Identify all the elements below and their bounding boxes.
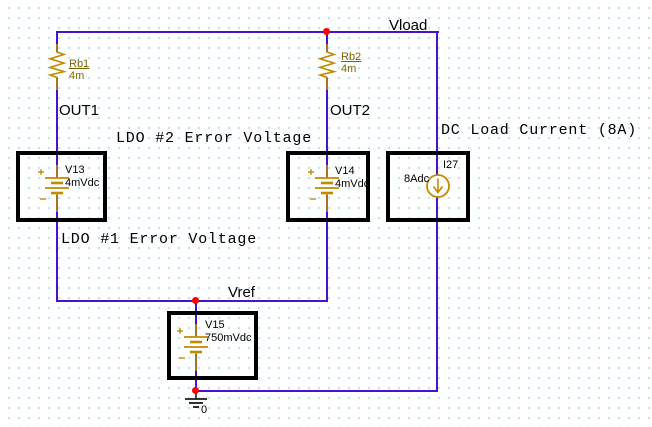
wire-vload-top[interactable] — [56, 31, 439, 33]
junction-dot-ground — [192, 387, 199, 394]
resistor-rb2-icon[interactable] — [315, 44, 339, 90]
ref-label-i27[interactable]: I27 — [443, 159, 459, 171]
value-label-v13[interactable]: 4mVdc — [65, 177, 100, 189]
wire-load-vertical[interactable] — [436, 31, 438, 392]
vdc-source-v14-icon[interactable] — [305, 165, 349, 213]
net-label-vload[interactable]: Vload — [389, 17, 428, 34]
junction-dot-vref — [192, 297, 199, 304]
value-label-v14[interactable]: 4mVdc — [335, 178, 370, 190]
ref-label-v14[interactable]: V14 — [335, 165, 355, 177]
net-label-vref[interactable]: Vref — [228, 284, 255, 301]
part-box-v13[interactable] — [16, 151, 107, 222]
resistor-rb1-icon[interactable] — [45, 44, 69, 90]
ground-net-label[interactable]: 0 — [201, 404, 208, 416]
ref-label-rb1[interactable]: Rb1 — [69, 58, 90, 70]
part-box-v15[interactable] — [167, 311, 258, 380]
dc-current-source-i27-icon[interactable] — [418, 168, 458, 208]
ref-label-v13[interactable]: V13 — [65, 164, 85, 176]
junction-dot-vload — [323, 28, 330, 35]
vdc-source-v13-icon[interactable] — [35, 165, 79, 213]
value-label-i27[interactable]: 8Adc — [404, 173, 430, 185]
part-box-i27[interactable] — [386, 151, 470, 222]
annotation-ldo2-error-voltage[interactable]: LDO #2 Error Voltage — [116, 130, 313, 147]
net-label-out1[interactable]: OUT1 — [59, 102, 100, 119]
part-box-v14[interactable] — [286, 151, 370, 222]
annotation-dc-load-current[interactable]: DC Load Current (8A) — [441, 122, 638, 139]
value-label-v15[interactable]: 750mVdc — [205, 332, 252, 344]
ref-label-rb2[interactable]: Rb2 — [341, 51, 362, 63]
net-label-out2[interactable]: OUT2 — [330, 102, 371, 119]
wire-ground-horizontal[interactable] — [195, 390, 438, 392]
value-label-rb2[interactable]: 4m — [341, 63, 357, 75]
vdc-source-v15-icon[interactable] — [174, 324, 218, 372]
ref-label-v15[interactable]: V15 — [205, 319, 225, 331]
annotation-ldo1-error-voltage[interactable]: LDO #1 Error Voltage — [61, 231, 258, 248]
value-label-rb1[interactable]: 4m — [69, 70, 85, 82]
